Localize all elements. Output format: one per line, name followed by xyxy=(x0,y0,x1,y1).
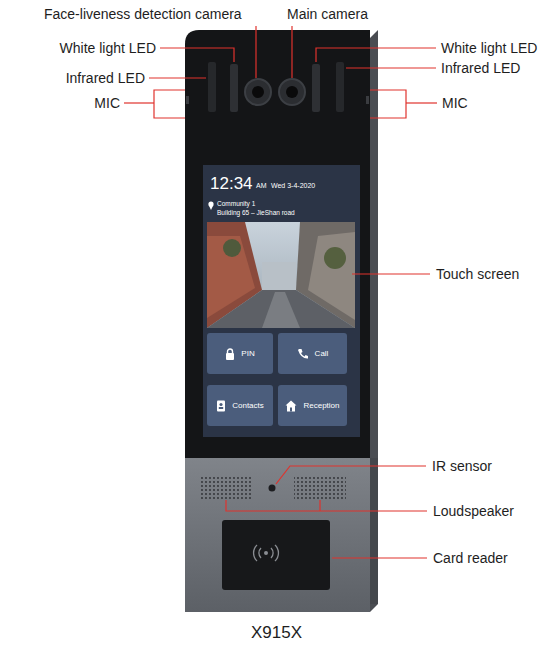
screen-button: Reception xyxy=(278,385,347,426)
part-label: MIC xyxy=(442,95,468,111)
button-text: Call xyxy=(315,349,329,358)
screen-info: Wed 3-4-2020 xyxy=(271,182,315,190)
button-icon xyxy=(216,400,226,412)
touch-screen: 12:34AM Wed 3-4-2020Community 1 Building 6… xyxy=(203,165,360,437)
part-label: Touch screen xyxy=(436,266,519,282)
part-label: White light LED xyxy=(441,40,537,56)
part-label: IR sensor xyxy=(432,458,492,474)
screen-button: Call xyxy=(278,333,347,374)
part-label: Loudspeaker xyxy=(433,503,514,519)
screen-info: AM xyxy=(256,182,267,190)
button-icon xyxy=(285,400,297,412)
part-label: White light LED xyxy=(60,40,156,56)
screen-button: PIN xyxy=(207,333,273,374)
model-caption: X915X xyxy=(251,623,302,643)
part-label: MIC xyxy=(94,95,120,111)
button-icon xyxy=(225,348,235,360)
screen-button: Contacts xyxy=(207,385,273,426)
part-label: Face-liveness detection camera xyxy=(44,6,242,22)
screen-info: Building 65 – JieShan road xyxy=(217,209,295,216)
part-label: Main camera xyxy=(287,6,368,22)
button-text: Contacts xyxy=(232,401,264,410)
button-text: Reception xyxy=(303,401,339,410)
part-label: Infrared LED xyxy=(66,70,145,86)
part-label: Card reader xyxy=(433,550,508,566)
clock-time: 12:34 xyxy=(210,175,253,194)
button-icon xyxy=(297,348,309,360)
screen-info: Community 1 xyxy=(217,200,255,207)
part-label: Infrared LED xyxy=(441,60,520,76)
button-text: PIN xyxy=(241,349,254,358)
